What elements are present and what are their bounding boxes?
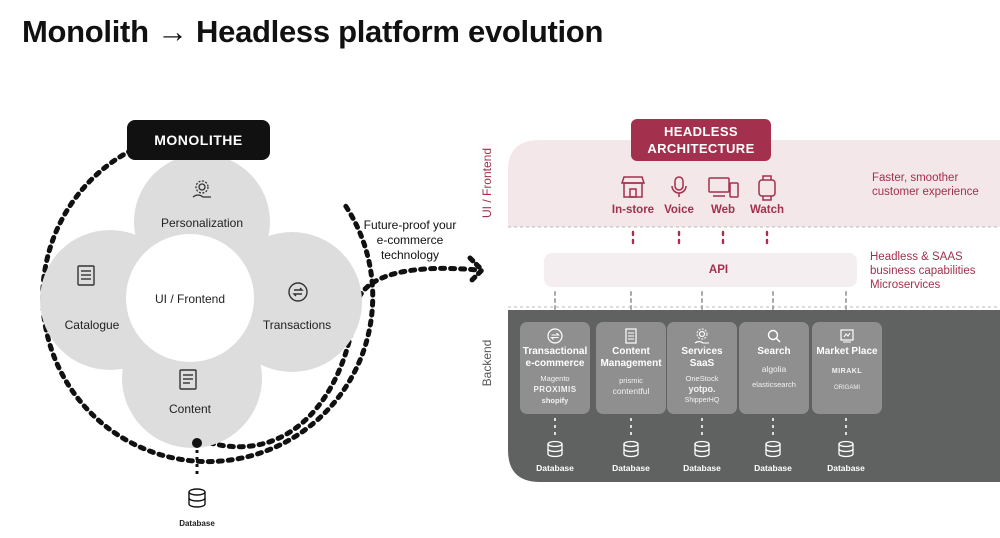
- logo-onestock: OneStock: [685, 374, 719, 383]
- backend-database-label: Database: [612, 463, 650, 473]
- gear-hand-icon: [192, 180, 211, 198]
- petal-catalogue-label: Catalogue: [64, 318, 120, 332]
- page-title: Monolith → Headless platform evolution: [22, 14, 604, 49]
- api-bar: API: [544, 253, 857, 287]
- logo-shopify: shopify: [541, 396, 569, 405]
- monolith-dotted-ring: [40, 147, 376, 465]
- side-note-capabilities: Headless & SAAS business capabilities Mi…: [870, 251, 976, 291]
- backend-database-icon: [623, 440, 639, 458]
- service-card-transactional: Transactional e-commerce Magento PROXIMI…: [520, 322, 590, 414]
- logo-contentful: contentful: [612, 386, 650, 396]
- backend-database-label: Database: [827, 463, 865, 473]
- service-card-content-management: Content Management prismic contentful: [596, 322, 666, 414]
- backend-database-icon: [694, 440, 710, 458]
- petal-personalization-label: Personalization: [160, 216, 244, 230]
- content-icon: [179, 369, 197, 390]
- logo-elasticsearch: elasticsearch: [752, 380, 796, 389]
- backend-database-label: Database: [536, 463, 574, 473]
- database-icon: [188, 488, 206, 508]
- service-title: Search: [757, 346, 791, 357]
- center-circle: [126, 234, 254, 362]
- backend-database-label: Database: [683, 463, 721, 473]
- service-card-search: Search algolia elasticsearch: [739, 322, 809, 414]
- catalogue-icon: [77, 265, 95, 286]
- arrow-head: [467, 255, 486, 285]
- monolith-database-label: Database: [179, 519, 215, 528]
- channel-watch: Watch: [749, 204, 785, 216]
- service-card-services-saas: Services SaaS OneStock yotpo. ShipperHQ: [667, 322, 737, 414]
- backend-database-icon: [547, 440, 563, 458]
- service-title: Content Management: [600, 346, 662, 369]
- microphone-icon: [671, 176, 687, 197]
- channel-web: Web: [710, 204, 736, 216]
- service-title: Market Place: [816, 346, 878, 357]
- logo-origami: ORIGAMI: [833, 385, 860, 391]
- service-card-market-place: Market Place MIRAKL ORIGAMI: [812, 322, 882, 414]
- backend-vertical-label: Backend: [480, 339, 494, 387]
- petal-transactions-label: Transactions: [262, 318, 332, 332]
- monolith-label: MONOLITHE: [127, 120, 270, 160]
- petal-content-label: Content: [168, 402, 212, 416]
- backend-database-icon: [765, 440, 781, 458]
- devices-icon: [708, 177, 739, 198]
- logo-mirakl: MIRAKL: [831, 368, 863, 375]
- center-ui-frontend-label: UI / Frontend: [154, 292, 226, 306]
- channel-voice: Voice: [664, 204, 694, 216]
- backend-database-label: Database: [754, 463, 792, 473]
- marketplace-icon: [840, 329, 854, 343]
- search-icon: [767, 329, 781, 343]
- transactions-icon: [547, 328, 563, 344]
- logo-magento: Magento: [540, 374, 570, 383]
- logo-yotpo: yotpo.: [688, 384, 716, 394]
- ui-frontend-vertical-label: UI / Frontend: [480, 147, 494, 219]
- future-proof-label: Future-proof your e-commerce technology: [363, 218, 457, 262]
- logo-algolia: algolia: [761, 364, 787, 374]
- headless-architecture-label: HEADLESS ARCHITECTURE: [631, 119, 771, 161]
- logo-shipperhq: ShipperHQ: [684, 397, 720, 404]
- document-icon: [625, 328, 637, 344]
- service-title: Transactional e-commerce: [522, 346, 588, 369]
- watch-icon: [758, 175, 776, 201]
- frontend-band: [508, 140, 1000, 227]
- logo-prismic: prismic: [619, 376, 643, 385]
- side-note-experience: Faster, smoother customer experience: [872, 172, 979, 198]
- backend-database-icon: [838, 440, 854, 458]
- transactions-icon: [288, 282, 308, 302]
- petal-transactions: [222, 232, 362, 372]
- api-label: API: [708, 264, 729, 276]
- gear-hand-icon: [694, 328, 709, 344]
- channel-in-store: In-store: [611, 204, 655, 216]
- logo-proximis: PROXIMIS: [533, 385, 577, 394]
- service-title: Services SaaS: [681, 346, 723, 369]
- store-icon: [620, 176, 646, 198]
